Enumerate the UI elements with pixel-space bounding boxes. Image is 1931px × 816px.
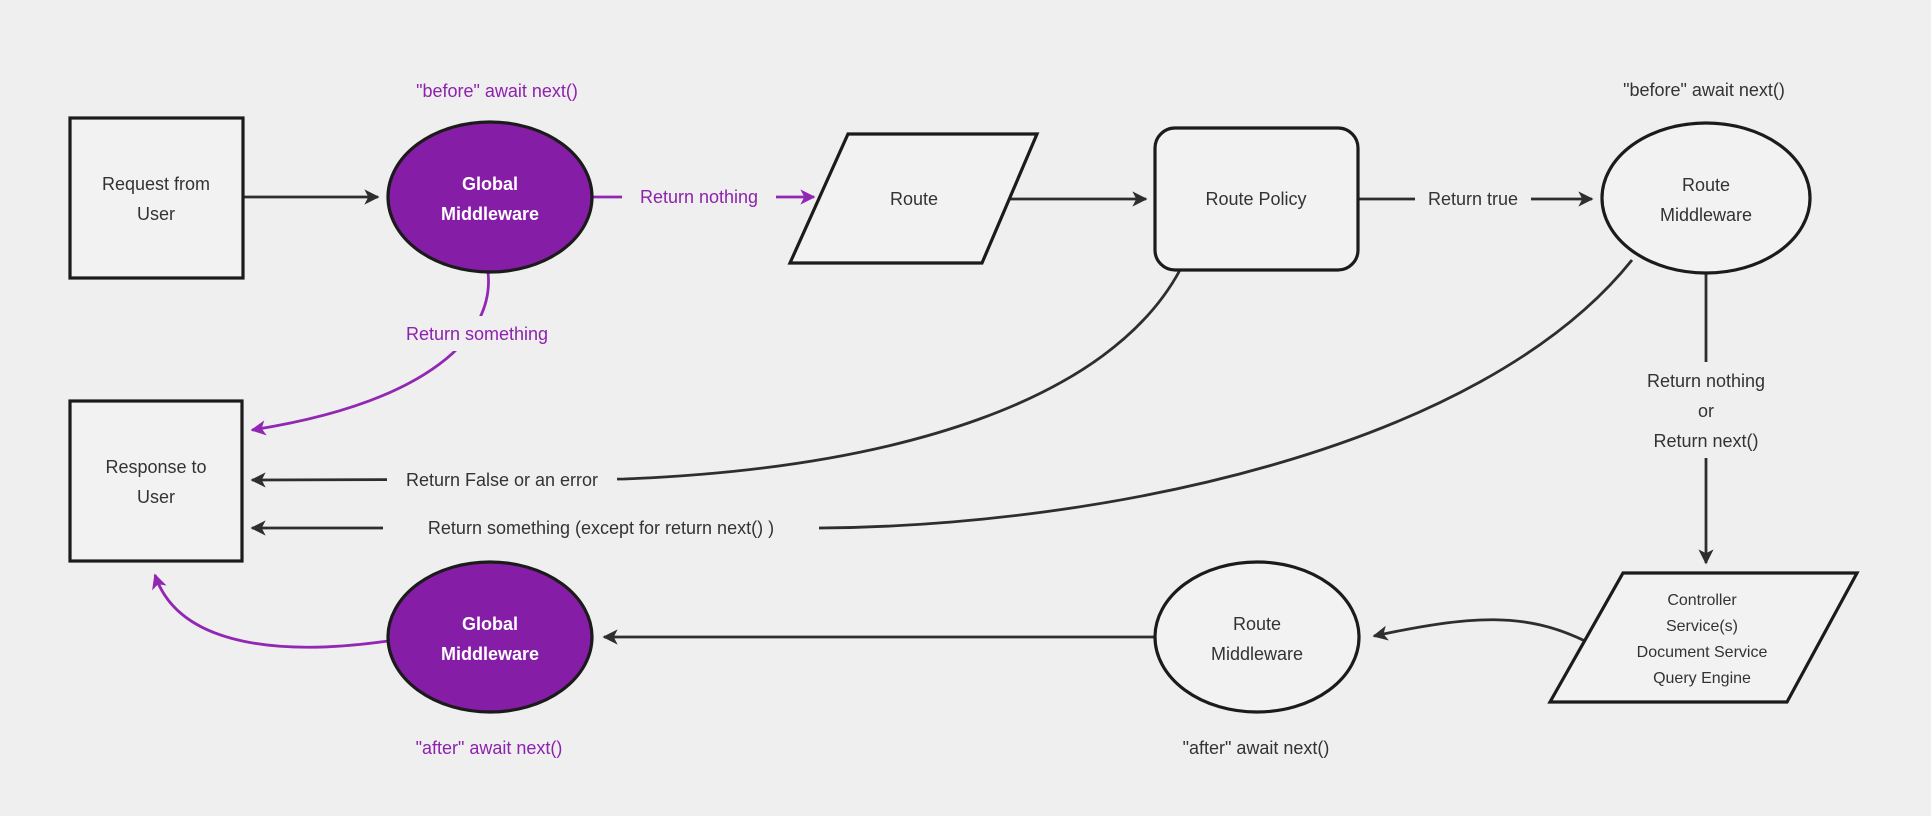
edge-label-return-something: Return something	[395, 316, 559, 351]
node-label: Middleware	[1660, 205, 1752, 225]
node-response-to-user: Response to User	[68, 399, 244, 563]
annotation-after-await-right: "after" await next()	[1183, 738, 1330, 758]
edge-label-bg	[1628, 362, 1784, 458]
node-label: Service(s)	[1666, 618, 1738, 635]
diagram-nodes: Request from User Global Middleware Rout…	[68, 116, 1860, 714]
edge-label-return-false-or-error: Return False or an error	[387, 462, 617, 497]
node-label: Middleware	[441, 204, 539, 224]
node-label: Global	[462, 174, 518, 194]
node-label: User	[137, 487, 175, 507]
parallelogram-shape	[787, 132, 1040, 265]
edge-global-middleware-return-something	[250, 271, 490, 436]
edge-label-text: Return next()	[1653, 431, 1758, 451]
diagram-annotations: "before" await next() "before" await nex…	[416, 80, 1785, 758]
edge-label-text: Return nothing	[1647, 371, 1765, 391]
node-label: Route	[1682, 175, 1730, 195]
node-route: Route	[787, 132, 1040, 265]
edge-label-text: Return something	[406, 324, 548, 344]
node-label: Middleware	[1211, 644, 1303, 664]
edge-label-text: or	[1698, 401, 1714, 421]
edge-label-return-true: Return true	[1415, 182, 1531, 216]
edge-label-text: Return true	[1428, 189, 1518, 209]
node-label: User	[137, 204, 175, 224]
ellipse-shape	[1153, 560, 1361, 714]
ellipse-shape	[1600, 121, 1812, 275]
annotation-before-await-left: "before" await next()	[416, 81, 578, 101]
edge-label-bg	[383, 510, 819, 545]
node-route-policy: Route Policy	[1153, 126, 1360, 272]
node-request-from-user: Request from User	[68, 116, 245, 280]
rectangle-shape	[68, 399, 244, 563]
diagram-edge-labels: Return nothing Return true Return nothin…	[383, 180, 1784, 545]
node-label: Response to	[105, 457, 206, 477]
rectangle-shape	[68, 116, 245, 280]
edge-label-bg	[1415, 182, 1531, 216]
edge-label-return-nothing-or-next: Return nothing or Return next()	[1628, 362, 1784, 458]
edge-label-bg	[622, 180, 776, 214]
node-label: Request from	[102, 174, 210, 194]
node-label: Route	[1233, 614, 1281, 634]
node-global-middleware-bottom: Global Middleware	[386, 560, 594, 714]
node-global-middleware-top: Global Middleware	[386, 120, 594, 274]
node-route-middleware-bottom: Route Middleware	[1153, 560, 1361, 714]
node-label: Route Policy	[1205, 189, 1306, 209]
ellipse-shape	[386, 120, 594, 274]
edge-label-bg	[387, 462, 617, 497]
node-label: Document Service	[1637, 644, 1768, 661]
edge-label-text: Return something (except for return next…	[428, 518, 774, 538]
node-label: Route	[890, 189, 938, 209]
edge-route-middleware-return-something-except	[250, 259, 1634, 536]
node-controller-services: Controller Service(s) Document Service Q…	[1547, 571, 1860, 704]
node-label: Global	[462, 614, 518, 634]
parallelogram-shape	[1547, 571, 1860, 704]
edge-controller-to-route-middleware-bottom	[1372, 618, 1586, 643]
node-label: Query Engine	[1653, 670, 1751, 687]
edge-label-return-something-except: Return something (except for return next…	[383, 510, 819, 545]
edge-label-bg	[395, 316, 559, 351]
edge-global-middleware-bottom-to-response	[152, 573, 389, 649]
rounded-rectangle-shape	[1153, 126, 1360, 272]
node-route-middleware-top: Route Middleware	[1600, 121, 1812, 275]
edge-route-policy-return-false	[250, 269, 1182, 488]
annotation-after-await-left: "after" await next()	[416, 738, 563, 758]
annotation-before-await-right: "before" await next()	[1623, 80, 1785, 100]
node-label: Controller	[1667, 592, 1737, 609]
ellipse-shape	[386, 560, 594, 714]
edge-label-return-nothing: Return nothing	[622, 180, 776, 214]
edge-label-text: Return nothing	[640, 187, 758, 207]
edge-label-text: Return False or an error	[406, 470, 598, 490]
node-label: Middleware	[441, 644, 539, 664]
